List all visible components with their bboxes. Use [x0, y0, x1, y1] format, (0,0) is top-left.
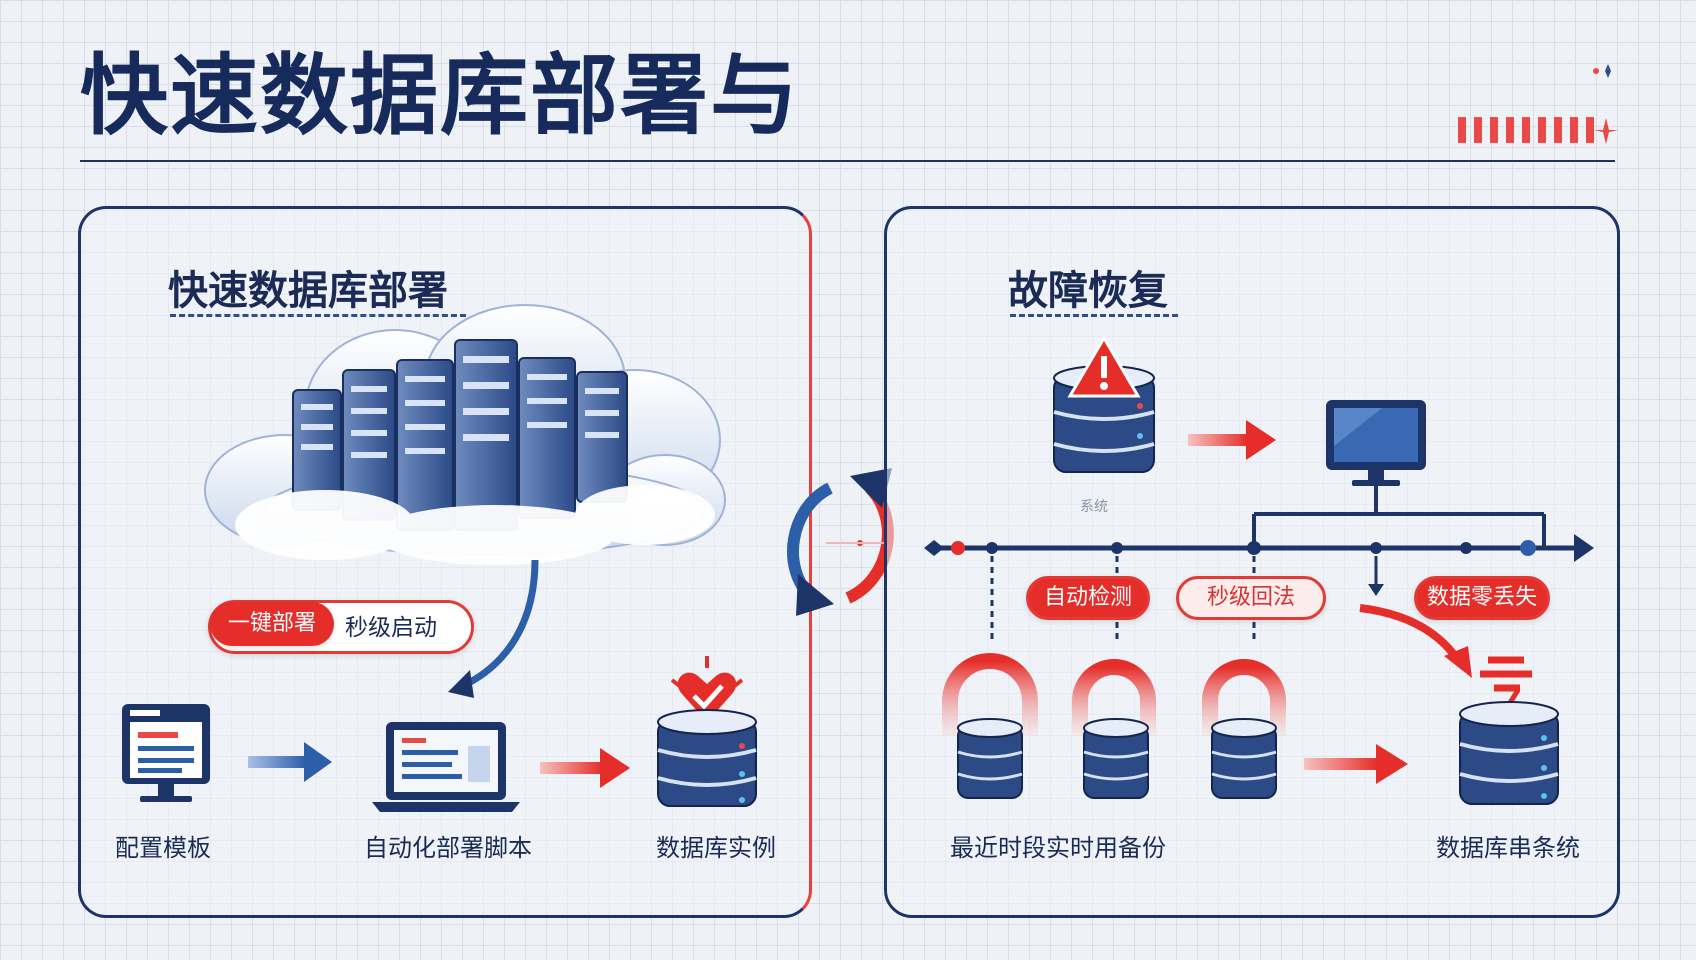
stripe-decoration-icon — [1458, 117, 1618, 144]
monitor-icon — [1326, 400, 1426, 486]
step-label-db-instance: 数据库实例 — [656, 834, 776, 862]
step-label-deploy-script: 自动化部署脚本 — [364, 834, 532, 862]
tag-zero-data-loss: 数据零丢失 — [1414, 576, 1550, 620]
label-recent-backups: 最近时段实时用备份 — [950, 834, 1166, 862]
monitor-document-icon — [122, 704, 210, 802]
page-title: 快速数据库部署与 — [80, 44, 801, 147]
arrow-right-red-icon — [1188, 420, 1276, 460]
deployment-section-title: 快速数据库部署 — [168, 268, 448, 314]
recovery-section-title: 故障恢复 — [1008, 268, 1168, 314]
backup-databases-icon — [942, 653, 1286, 799]
step-label-config-template: 配置模板 — [115, 834, 211, 862]
one-click-deploy-badge: 一键部署 — [210, 602, 334, 646]
database-restored-icon — [1459, 656, 1559, 805]
title-underline — [170, 314, 466, 317]
tag-auto-detect: 自动检测 — [1026, 576, 1150, 620]
laptop-script-icon — [372, 722, 520, 812]
title-divider — [80, 160, 1615, 162]
arrow-right-red-icon — [1304, 744, 1408, 784]
database-warning-icon — [1053, 335, 1155, 473]
arrow-right-red-icon — [540, 748, 630, 788]
cloud-servers-icon — [204, 304, 726, 565]
label-db-system: 数据库串条统 — [1436, 834, 1580, 862]
database-heart-icon — [657, 656, 757, 807]
recovery-timeline — [924, 486, 1594, 640]
curve-down-arrow-icon — [448, 559, 539, 698]
title-underline — [1010, 314, 1178, 317]
tag-second-rollback: 秒级回法 — [1176, 576, 1326, 620]
sparkle-icon — [1593, 64, 1611, 78]
arrow-right-icon — [248, 742, 332, 782]
fault-caption: 系统 — [1080, 499, 1108, 515]
second-start-label: 秒级启动 — [345, 615, 437, 641]
curve-right-arrow-icon — [1359, 604, 1472, 678]
